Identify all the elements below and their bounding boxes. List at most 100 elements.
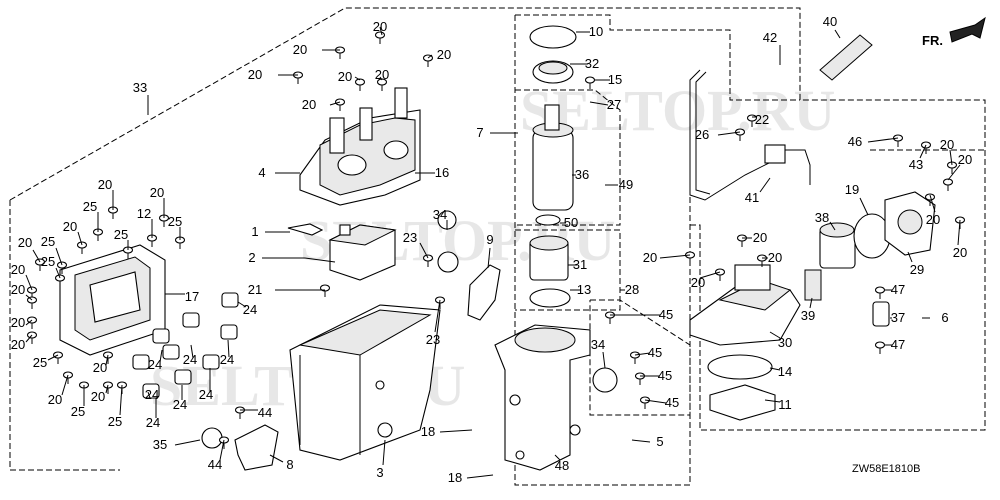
callout-20: 20 bbox=[91, 389, 105, 404]
leader-line bbox=[25, 319, 33, 326]
callout-24: 24 bbox=[199, 387, 213, 402]
callout-20: 20 bbox=[11, 282, 25, 297]
leader-line bbox=[859, 197, 869, 216]
callout-11: 11 bbox=[778, 397, 792, 412]
leader-line bbox=[25, 294, 33, 301]
leader-line bbox=[269, 454, 284, 463]
needle-valve bbox=[287, 223, 324, 236]
callout-20: 20 bbox=[940, 137, 954, 152]
leader-line bbox=[907, 251, 913, 263]
callout-34: 34 bbox=[591, 337, 605, 352]
screw-icon bbox=[874, 341, 886, 354]
screw-icon bbox=[319, 284, 331, 297]
callout-20: 20 bbox=[302, 97, 316, 112]
callout-20: 20 bbox=[293, 42, 307, 57]
callout-45: 45 bbox=[659, 307, 673, 322]
leader-line bbox=[219, 439, 225, 461]
leader-line bbox=[764, 399, 781, 403]
callout-14: 14 bbox=[778, 364, 792, 379]
leader-line bbox=[829, 221, 836, 231]
callout-35: 35 bbox=[153, 437, 167, 452]
callout-20: 20 bbox=[93, 360, 107, 375]
fuel-pump bbox=[532, 104, 574, 211]
screw-icon bbox=[26, 286, 38, 299]
callout-32: 32 bbox=[585, 56, 599, 71]
seal-ring bbox=[529, 25, 577, 49]
leader-line bbox=[699, 271, 721, 279]
filter-element bbox=[819, 222, 856, 269]
screw-icon bbox=[354, 78, 366, 91]
callout-44: 44 bbox=[208, 457, 222, 472]
callout-25: 25 bbox=[168, 214, 182, 229]
leader-line bbox=[929, 194, 936, 213]
callout-27: 27 bbox=[607, 97, 621, 112]
screw-icon bbox=[292, 71, 304, 84]
callout-10: 10 bbox=[589, 24, 603, 39]
callout-8: 8 bbox=[286, 457, 293, 472]
callout-31: 31 bbox=[573, 257, 587, 272]
callout-38: 38 bbox=[815, 210, 829, 225]
leader-line bbox=[834, 29, 841, 39]
callout-2: 2 bbox=[248, 250, 255, 265]
callout-3: 3 bbox=[376, 465, 383, 480]
callout-29: 29 bbox=[910, 262, 924, 277]
leader-line bbox=[55, 247, 63, 266]
filter-case bbox=[689, 264, 801, 346]
callout-1: 1 bbox=[251, 224, 258, 239]
callout-24: 24 bbox=[183, 352, 197, 367]
joint-boundary bbox=[589, 299, 691, 416]
case-o-ring bbox=[707, 354, 773, 380]
strainer-boundary bbox=[515, 229, 621, 311]
callout-45: 45 bbox=[648, 345, 662, 360]
pump-body bbox=[494, 324, 591, 471]
screw-icon bbox=[629, 351, 641, 364]
screw-icon bbox=[34, 258, 46, 271]
callout-24: 24 bbox=[148, 357, 162, 372]
leader-line bbox=[631, 439, 651, 443]
screw-icon bbox=[584, 76, 596, 89]
callout-20: 20 bbox=[150, 185, 164, 200]
leader-line bbox=[61, 374, 69, 396]
callout-25: 25 bbox=[41, 234, 55, 249]
leader-line bbox=[434, 299, 441, 333]
pipe bbox=[689, 69, 776, 201]
callout-20: 20 bbox=[953, 245, 967, 260]
callout-24: 24 bbox=[146, 415, 160, 430]
screw-icon bbox=[892, 134, 904, 147]
callout-41: 41 bbox=[745, 190, 759, 205]
screw-icon bbox=[714, 268, 726, 281]
leader-line bbox=[354, 76, 361, 81]
callout-7: 7 bbox=[476, 125, 483, 140]
callout-20: 20 bbox=[248, 67, 262, 82]
callout-44: 44 bbox=[258, 405, 272, 420]
callout-16: 16 bbox=[435, 165, 449, 180]
callout-30: 30 bbox=[778, 335, 792, 350]
callout-49: 49 bbox=[619, 177, 633, 192]
o-ring bbox=[529, 288, 571, 308]
callout-25: 25 bbox=[114, 227, 128, 242]
float-chamber bbox=[289, 304, 441, 461]
leader-line bbox=[147, 391, 151, 399]
leader-line bbox=[55, 267, 61, 279]
filter-bracket bbox=[884, 191, 936, 256]
callout-13: 13 bbox=[577, 282, 591, 297]
callout-45: 45 bbox=[665, 395, 679, 410]
leader-line bbox=[644, 399, 667, 404]
leader-line bbox=[25, 274, 33, 291]
callout-20: 20 bbox=[437, 47, 451, 62]
screw-icon bbox=[639, 396, 651, 409]
screw-icon bbox=[52, 351, 64, 364]
hose bbox=[819, 34, 873, 81]
callout-48: 48 bbox=[555, 458, 569, 473]
leader-line bbox=[159, 349, 163, 363]
leader-line bbox=[190, 344, 194, 359]
callout-20: 20 bbox=[338, 69, 352, 84]
leader-line bbox=[659, 254, 691, 259]
leader-line bbox=[717, 131, 741, 136]
callout-19: 19 bbox=[845, 182, 859, 197]
leader-line bbox=[77, 231, 83, 246]
callout-5: 5 bbox=[656, 434, 663, 449]
leader-line bbox=[237, 301, 247, 308]
